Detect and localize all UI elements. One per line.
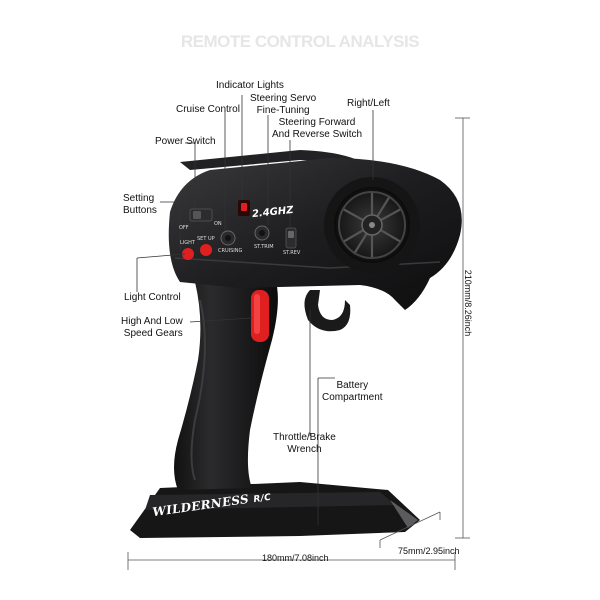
callout-light-control: Light Control: [124, 292, 181, 303]
steering-trim-label: ST.TRIM: [254, 244, 274, 250]
light-button: [182, 248, 194, 260]
callout-steering-switch: Steering Forward And Reverse Switch: [272, 117, 363, 140]
switch-off-label: OFF: [179, 225, 189, 231]
dimension-depth: 75mm/2.95inch: [398, 546, 460, 556]
callout-right-left: Right/Left: [347, 98, 390, 109]
callout-steering-servo: Steering Servo Fine-Tuning: [250, 93, 317, 116]
callout-throttle: Throttle/Brake Wrench: [273, 432, 336, 455]
steering-reverse-label: ST.REV: [283, 250, 301, 256]
callout-setting-buttons: Setting Buttons: [123, 193, 157, 216]
throttle-trigger: [304, 290, 351, 332]
dimension-height: 210mm/8.26inch: [463, 269, 473, 337]
page-title: REMOTE CONTROL ANALYSIS: [180, 32, 420, 51]
callout-leader-lines: [136, 95, 374, 525]
callout-speed-gears: High And Low Speed Gears: [121, 316, 183, 339]
callout-battery: Battery Compartment: [322, 380, 383, 403]
setup-button: [200, 244, 212, 256]
callout-power-switch: Power Switch: [155, 136, 216, 147]
dimension-width: 180mm/7.08inch: [262, 553, 329, 563]
light-button-label: LIGHT: [180, 240, 195, 246]
callout-cruise-control: Cruise Control: [176, 104, 240, 115]
setup-button-label: SET UP: [197, 236, 215, 242]
dimension-lines: [127, 117, 470, 570]
carry-handle: [180, 150, 380, 175]
switch-on-label: ON: [214, 221, 222, 227]
callout-indicator-lights: Indicator Lights: [216, 80, 284, 91]
cruise-knob-label: CRUISING: [218, 248, 243, 254]
